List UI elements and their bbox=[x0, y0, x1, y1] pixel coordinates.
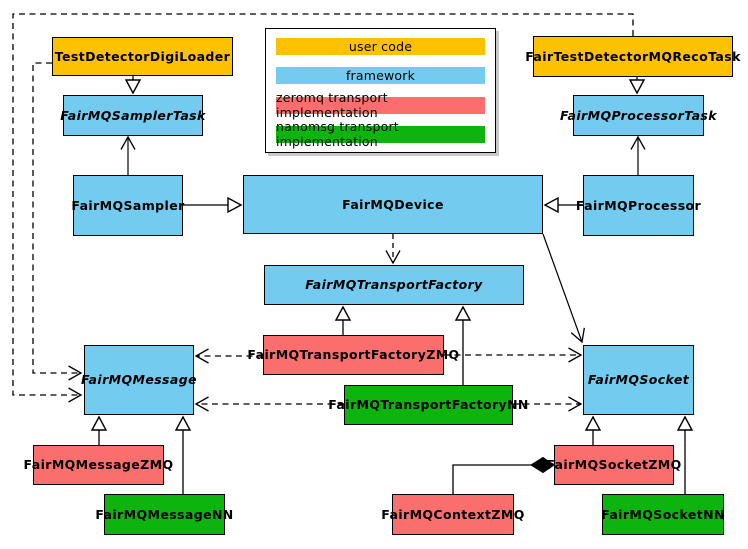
edge-socketzmq-contextzmq bbox=[452, 464, 532, 494]
node-fairmq-sampler: FairMQSampler bbox=[71, 175, 184, 236]
node-fairmq-transport-factory: FairMQTransportFactory bbox=[264, 265, 524, 305]
node-fairmq-transport-factory-nn: FairMQTransportFactoryNN bbox=[328, 385, 528, 425]
edge-digiloader-message bbox=[32, 62, 83, 381]
legend: user code framework zeromq transport imp… bbox=[265, 28, 496, 153]
node-fairmq-message-nn: FairMQMessageNN bbox=[95, 494, 233, 535]
node-fairmq-transport-factory-zmq: FairMQTransportFactoryZMQ bbox=[247, 335, 459, 375]
node-fairmq-message: FairMQMessage bbox=[81, 345, 197, 415]
node-fairmq-processor: FairMQProcessor bbox=[576, 175, 701, 236]
node-fairmq-socket-nn: FairMQSocketNN bbox=[601, 494, 724, 535]
legend-framework: framework bbox=[276, 67, 485, 85]
node-test-detector-digi-loader: TestDetectorDigiLoader bbox=[52, 37, 233, 76]
composition-diamond bbox=[530, 456, 555, 474]
node-fairmq-socket-zmq: FairMQSocketZMQ bbox=[546, 445, 681, 485]
node-fairmq-socket: FairMQSocket bbox=[583, 345, 694, 415]
legend-user-code: user code bbox=[276, 38, 485, 55]
node-fairmq-message-zmq: FairMQMessageZMQ bbox=[24, 445, 173, 485]
node-fairmq-sampler-task: FairMQSamplerTask bbox=[60, 95, 205, 136]
node-fairmq-context-zmq: FairMQContextZMQ bbox=[381, 494, 524, 535]
legend-nanomsg: nanomsg transport implementation bbox=[276, 119, 485, 149]
node-fair-test-detector-mq-reco-task: FairTestDetectorMQRecoTask bbox=[525, 36, 740, 77]
legend-zeromq: zeromq transport implementation bbox=[276, 90, 485, 120]
node-fairmq-processor-task: FairMQProcessorTask bbox=[560, 95, 717, 136]
edge-device-socket bbox=[542, 233, 585, 344]
node-fairmq-device: FairMQDevice bbox=[243, 175, 543, 234]
edge-recotask-message bbox=[12, 13, 634, 403]
